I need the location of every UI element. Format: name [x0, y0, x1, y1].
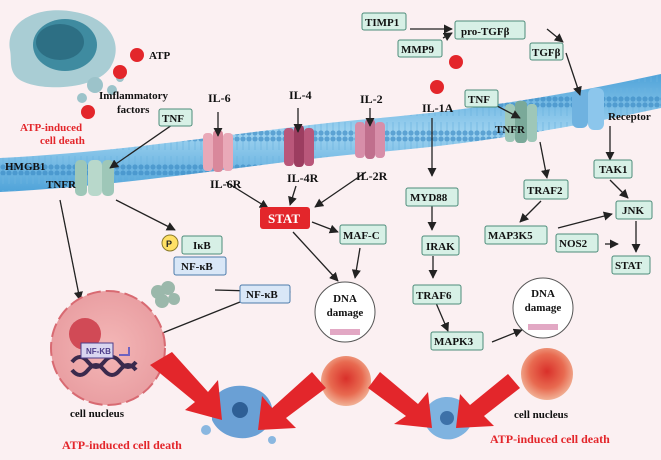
- dying-cell-illustration: [9, 10, 124, 103]
- irak: IRAK: [426, 241, 455, 253]
- dna-damage-2: [512, 277, 574, 339]
- traf2: TRAF2: [527, 185, 563, 197]
- atp-dot: [81, 105, 95, 119]
- tnfr-receptor-left: [75, 160, 114, 196]
- dna-damage-1: [314, 281, 376, 343]
- nfkb-complex: NF-κB: [181, 261, 213, 273]
- timp1: TIMP1: [365, 17, 399, 29]
- nucleus-label-right: cell nucleus: [514, 409, 569, 421]
- atp-label: ATP: [149, 50, 170, 62]
- stat-center: STAT: [268, 211, 300, 226]
- node-boxes: [158, 12, 653, 351]
- ikb: IκB: [193, 240, 211, 252]
- inflammatory-label-2: factors: [117, 104, 150, 116]
- node-labels: TNF TIMP1 MMP9 pro-TGFβ TGFβ TNF MYD88 M…: [5, 17, 651, 452]
- death-label-1a: ATP-induced: [20, 122, 82, 134]
- mapk3: MAPK3: [434, 336, 474, 348]
- hmgb1-label: HMGB1: [5, 161, 45, 173]
- tnfr-right-label: TNFR: [495, 124, 526, 136]
- atp-dot: [430, 80, 444, 94]
- nos2: NOS2: [559, 238, 588, 250]
- receptor-label: Receptor: [608, 111, 651, 123]
- il2-label: IL-2: [360, 92, 383, 106]
- tak1: TAK1: [599, 164, 628, 176]
- red-cell-1: [321, 356, 371, 406]
- nfkb-promoter-label: NF-KB: [86, 347, 111, 356]
- il4-label: IL-4: [289, 88, 312, 102]
- atp-dot: [130, 48, 144, 62]
- tgfb-receptor: [572, 88, 604, 130]
- atp-dot: [449, 55, 463, 69]
- pro-tgfb: pro-TGFβ: [461, 26, 510, 38]
- arrows: [59, 24, 641, 343]
- il2r-receptor: [355, 119, 385, 159]
- death-label-bottom-left: ATP-induced cell death: [62, 438, 182, 452]
- tnfr-left-label: TNFR: [46, 179, 77, 191]
- tnf-left: TNF: [162, 113, 184, 125]
- dna-label-2b: damage: [525, 302, 562, 314]
- dna-label-1a: DNA: [333, 293, 357, 305]
- cell-membrane: [0, 74, 661, 192]
- il4r-receptor: [284, 125, 314, 167]
- nfkb-free: NF-κB: [246, 289, 278, 301]
- map3k5: MAP3K5: [488, 230, 533, 242]
- tnf-right: TNF: [468, 94, 490, 106]
- il2r-label: IL-2R: [356, 169, 388, 183]
- big-red-arrows: [150, 352, 520, 430]
- tgfb: TGFβ: [532, 47, 561, 59]
- il1a-label: IL-1A: [422, 101, 454, 115]
- il4r-label: IL-4R: [287, 171, 319, 185]
- red-cell-2: [521, 348, 573, 400]
- stat-right: STAT: [615, 260, 643, 272]
- nucleus-label-left: cell nucleus: [70, 408, 125, 420]
- phospho-p: P: [166, 239, 172, 249]
- atp-dot: [113, 65, 127, 79]
- mmp9: MMP9: [401, 44, 434, 56]
- il6-label: IL-6: [208, 91, 231, 105]
- nfkb-dimer: [151, 281, 180, 308]
- inflammatory-label-1: Imflammatory: [99, 90, 169, 102]
- maf-c: MAF-C: [343, 230, 380, 242]
- cell-nucleus-left: [50, 290, 166, 406]
- myd88: MYD88: [410, 192, 448, 204]
- dying-cell-left: [201, 385, 276, 444]
- traf6: TRAF6: [416, 290, 452, 302]
- jnk: JNK: [622, 205, 644, 217]
- il6r-receptor: [203, 130, 233, 172]
- dna-label-1b: damage: [327, 307, 364, 319]
- death-label-1b: cell death: [40, 135, 85, 147]
- death-label-bottom-right: ATP-induced cell death: [490, 432, 610, 446]
- dna-label-2a: DNA: [531, 288, 555, 300]
- tnfr-receptor-right: [505, 101, 537, 143]
- il6r-label: IL-6R: [210, 177, 242, 191]
